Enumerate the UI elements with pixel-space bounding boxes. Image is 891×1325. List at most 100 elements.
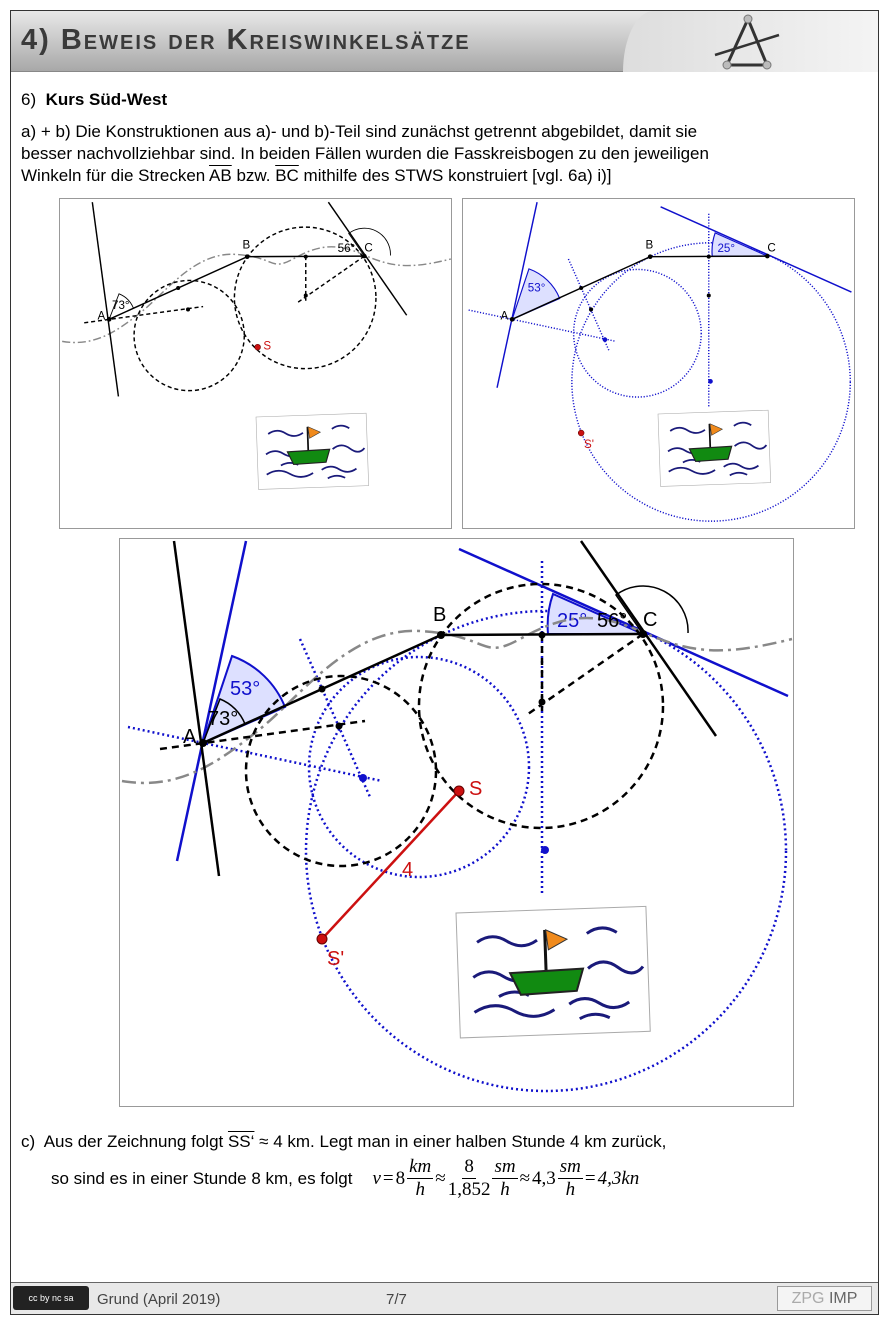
angle-25-label: 25° <box>717 242 735 255</box>
wave-icon <box>734 441 768 450</box>
angle-56-label: 56° <box>597 610 627 632</box>
boat-mast <box>306 426 310 452</box>
task-c-line1: c) Aus der Zeichnung folgt SS‘ ≈ 4 km. L… <box>21 1132 667 1151</box>
midpoint <box>538 631 546 639</box>
task-c-line2: so sind es in einer Stunde 8 km, es folg… <box>51 1156 640 1200</box>
boat-flag-icon <box>545 929 569 951</box>
wave-icon <box>723 462 759 470</box>
label-S: S <box>263 339 271 352</box>
wave-icon <box>331 424 350 430</box>
fass-circle-ab <box>307 655 531 879</box>
point-S-prime <box>316 933 328 945</box>
label-A: A <box>501 309 509 322</box>
task-ab-text: a) + b) Die Konstruktionen aus a)- und b… <box>21 122 709 185</box>
perpendicular-a <box>159 719 366 751</box>
point-C <box>639 630 647 638</box>
label-B: B <box>243 239 251 252</box>
wave-icon <box>733 421 752 427</box>
midpoint <box>588 307 594 312</box>
label-B: B <box>433 604 446 626</box>
angle-53-label: 53° <box>230 678 260 700</box>
point-A <box>199 739 207 747</box>
arc-circle-ab <box>133 279 246 392</box>
midpoint <box>579 285 584 291</box>
arc-circle-ab <box>244 674 438 868</box>
boat-flag-icon <box>307 426 322 439</box>
angle-56-arc <box>614 585 689 635</box>
label-S-prime: S' <box>327 948 344 970</box>
wave-icon <box>267 429 304 437</box>
label-A: A <box>183 726 197 748</box>
arc-circle-bc <box>417 582 665 830</box>
center-point <box>541 846 549 854</box>
angle-53-label: 53° <box>528 281 546 294</box>
point-A <box>106 317 112 322</box>
footer-page: 7/7 <box>386 1291 407 1308</box>
wave-icon <box>473 1004 556 1018</box>
cc-license-icon: cc by nc sa <box>13 1286 89 1310</box>
midpoint <box>303 293 308 298</box>
boat-picture <box>255 412 369 490</box>
blue-bisector-ab <box>298 638 372 798</box>
boat-mast <box>708 423 712 449</box>
sea-wave-line <box>62 246 451 344</box>
point-C <box>765 253 770 259</box>
wave-icon <box>668 466 716 475</box>
blue-perpendicular-a <box>468 309 617 343</box>
blue-line-through-a <box>496 202 538 388</box>
wave-icon <box>585 926 618 935</box>
label-C: C <box>767 241 775 254</box>
fass-circle-big <box>304 609 788 1093</box>
wave-icon <box>729 471 748 477</box>
boat-hull-icon <box>286 448 331 466</box>
point-C <box>362 253 367 259</box>
wave-icon <box>266 469 314 478</box>
page-title: 4) Beweis der Kreiswinkelsätze <box>21 24 471 56</box>
blue-bisector-ab <box>567 258 610 351</box>
task-heading: 6) Kurs Süd-West <box>21 90 168 109</box>
point-B <box>437 631 445 639</box>
blue-line-through-a <box>175 540 248 862</box>
point-S <box>453 785 465 797</box>
footer-author: Grund (April 2019) <box>97 1291 221 1308</box>
fass-circle-ab <box>572 268 702 398</box>
line-through-a <box>91 202 120 397</box>
midpoint <box>176 285 181 291</box>
label-S: S <box>469 778 482 800</box>
boat-hull-icon <box>508 967 585 996</box>
wave-icon <box>321 465 357 473</box>
angle-53-wedge <box>201 654 287 745</box>
zpg-logo: ZPG IMP <box>777 1286 872 1311</box>
fass-circle-big <box>571 242 852 522</box>
wave-icon <box>579 1012 611 1021</box>
label-S-prime: S' <box>584 438 594 451</box>
center-point <box>359 774 367 782</box>
angle-56-arc <box>348 227 391 257</box>
wave-icon <box>669 426 706 434</box>
point-S-prime <box>577 429 585 437</box>
triangle-logo-icon <box>714 14 780 70</box>
boat-picture <box>657 409 771 487</box>
wave-icon <box>476 935 538 948</box>
footer: cc by nc sa Grund (April 2019) 7/7 ZPG I… <box>11 1282 878 1314</box>
wave-icon <box>327 474 346 480</box>
sea-wave-line <box>121 616 793 785</box>
perpendicular-a <box>84 305 204 324</box>
blue-line-through-c <box>458 547 789 698</box>
midpoint <box>303 254 308 259</box>
line-through-c <box>579 540 718 737</box>
distance-label: 4 <box>402 859 413 881</box>
blue-perpendicular-a <box>127 725 383 783</box>
line-through-a <box>172 540 221 877</box>
header-bar: 4) Beweis der Kreiswinkelsätze <box>11 11 878 72</box>
boat-picture <box>455 905 651 1039</box>
distance-line-ss <box>321 790 460 940</box>
point-A <box>509 317 515 322</box>
